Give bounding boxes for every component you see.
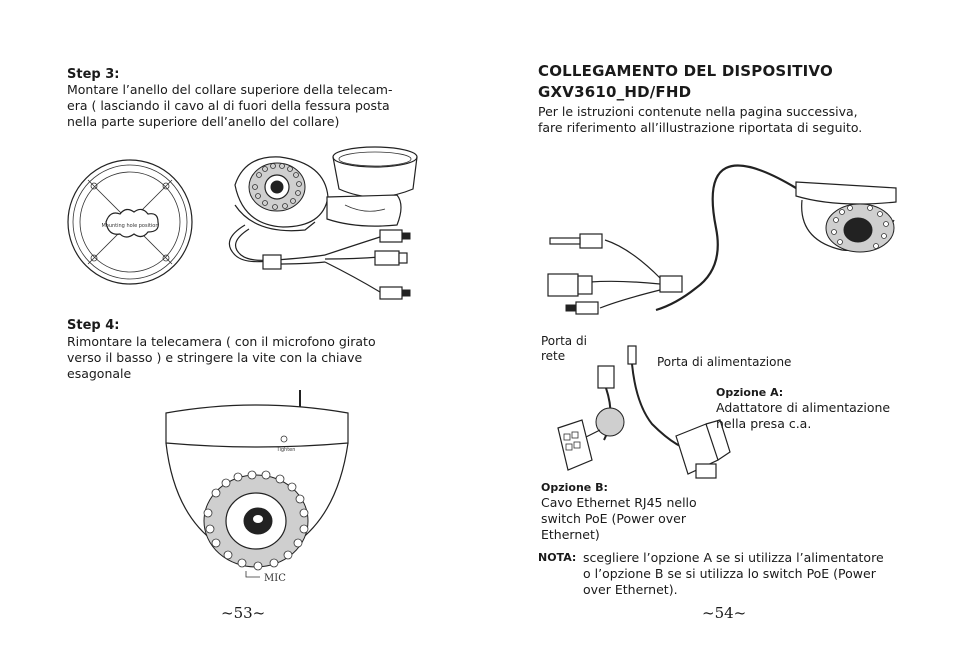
page-number-left: ~53~ <box>221 604 266 622</box>
step3-text: Montare l’anello del collare superiore d… <box>67 82 427 130</box>
intro-line: Per le istruzioni contenute nella pagina… <box>538 104 858 119</box>
note-label: NOTA: <box>538 551 577 564</box>
note-line: over Ethernet). <box>583 582 678 597</box>
step4-line: esagonale <box>67 366 132 381</box>
dome-camera-front-illustration: Tighten MIC <box>165 390 349 584</box>
option-a-text: Adattatore di alimentazione nella presa … <box>716 400 916 432</box>
note-line: scegliere l’opzione A se si utilizza l’a… <box>583 550 884 565</box>
network-port-line: Porta di <box>541 334 587 348</box>
mic-label: MIC <box>264 573 286 584</box>
section-title-line: GXV3610_HD/FHD <box>538 83 692 101</box>
mounting-hole-label: Mounting hole position <box>101 223 158 229</box>
option-b-line: Ethernet) <box>541 527 600 542</box>
option-a-title: Opzione A: <box>716 386 784 399</box>
section-title-line: COLLEGAMENTO DEL DISPOSITIVO <box>538 62 833 80</box>
option-a-line: Adattatore di alimentazione <box>716 400 891 415</box>
connection-options-illustration <box>557 345 731 479</box>
step3-title: Step 3: <box>67 67 120 82</box>
option-b-line: switch PoE (Power over <box>541 511 687 526</box>
step4-title: Step 4: <box>67 318 120 333</box>
power-port-label: Porta di alimentazione <box>657 355 792 369</box>
intro-line: fare riferimento all’illustrazione ripor… <box>538 120 863 135</box>
option-b-text: Cavo Ethernet RJ45 nello switch PoE (Pow… <box>541 495 706 543</box>
step4-line: verso il basso ) e stringere la vite con… <box>67 350 363 365</box>
step3-line: era ( lasciando il cavo al di fuori dell… <box>67 98 390 113</box>
option-b-line: Cavo Ethernet RJ45 nello <box>541 495 697 510</box>
mounting-base-illustration: Mounting hole position <box>67 159 193 285</box>
network-port-label: Porta di rete <box>541 334 587 364</box>
step3-line: nella parte superiore dell’anello del co… <box>67 114 340 129</box>
camera-collar-illustration <box>228 146 418 300</box>
step4-text: Rimontare la telecamera ( con il microfo… <box>67 334 427 382</box>
section-title: COLLEGAMENTO DEL DISPOSITIVO GXV3610_HD/… <box>538 61 833 103</box>
page-number-right: ~54~ <box>702 604 747 622</box>
note-text: scegliere l’opzione A se si utilizza l’a… <box>583 550 903 598</box>
option-b-title: Opzione B: <box>541 481 608 494</box>
network-port-line: rete <box>541 349 566 363</box>
step4-line: Rimontare la telecamera ( con il microfo… <box>67 334 376 349</box>
intro-text: Per le istruzioni contenute nella pagina… <box>538 104 898 136</box>
camera-cable-illustration <box>547 164 897 315</box>
tighten-label: Tighten <box>276 447 296 453</box>
option-a-line: nella presa c.a. <box>716 416 812 431</box>
step3-line: Montare l’anello del collare superiore d… <box>67 82 393 97</box>
note-line: o l’opzione B se si utilizza lo switch P… <box>583 566 876 581</box>
